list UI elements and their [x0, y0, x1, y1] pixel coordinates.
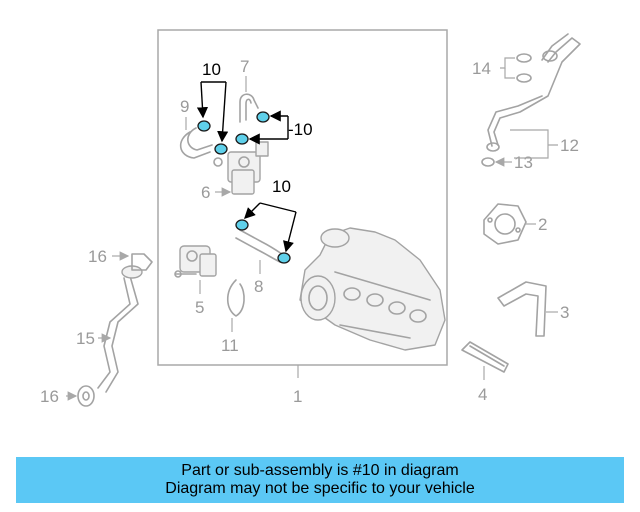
hose-part-7 — [239, 93, 259, 123]
callout-12: 12 — [560, 136, 579, 155]
clamp-highlight-group — [197, 111, 291, 264]
callout-11: 11 — [221, 336, 239, 355]
callout-2: 2 — [538, 215, 547, 234]
valve-part-6 — [213, 141, 269, 195]
hose-part-8 — [239, 229, 283, 255]
callout-1: 1 — [293, 387, 302, 406]
clamp-icon — [277, 252, 291, 264]
clamp-icon — [256, 111, 270, 123]
callout-15: 15 — [76, 329, 95, 348]
callout-10-top-left: 10 — [202, 60, 221, 79]
callout-16-bottom: 16 — [40, 387, 59, 406]
gasket-part-2 — [483, 203, 527, 245]
leader-10c — [259, 202, 297, 213]
gasket-part-16-top — [131, 253, 153, 271]
leader-12 — [510, 129, 558, 159]
clamp-icon — [214, 143, 228, 155]
callout-9: 9 — [180, 97, 189, 116]
clamp-icon — [235, 133, 249, 145]
callout-4: 4 — [478, 385, 487, 404]
callout-13: 13 — [514, 153, 533, 172]
callout-5: 5 — [195, 298, 204, 317]
turbo-manifold-part — [299, 227, 446, 351]
parts-diagram: 1 9 7 6 8 5 11 — [40, 29, 581, 407]
assembly-frame — [157, 29, 448, 366]
coolant-pipe-part-15 — [97, 265, 143, 393]
oil-pipe-part-12 — [486, 33, 581, 152]
gasket-part-14 — [516, 53, 532, 63]
bracket-part-11 — [226, 279, 245, 317]
callout-3: 3 — [560, 303, 569, 322]
bracket-part-3 — [497, 281, 547, 337]
hose-part-9 — [179, 127, 213, 159]
info-banner: Part or sub-assembly is #10 in diagram D… — [16, 457, 624, 503]
callout-14: 14 — [472, 59, 491, 78]
gasket-part-13 — [481, 157, 495, 167]
callout-8: 8 — [254, 277, 263, 296]
leader-14 — [500, 57, 515, 69]
heat-shield-part-4 — [461, 341, 509, 373]
callout-6: 6 — [201, 183, 210, 202]
clamp-icon — [197, 120, 211, 132]
callout-10-right: -10 — [288, 120, 313, 139]
banner-line-2: Diagram may not be specific to your vehi… — [165, 480, 475, 497]
callout-16-top: 16 — [88, 247, 107, 266]
callout-10-lower: 10 — [272, 177, 291, 196]
solenoid-part-5 — [174, 245, 217, 278]
callout-7: 7 — [240, 57, 249, 76]
banner-line-1: Part or sub-assembly is #10 in diagram — [181, 462, 459, 479]
gasket-part-16-bottom — [77, 385, 95, 407]
clamp-icon — [235, 219, 249, 231]
